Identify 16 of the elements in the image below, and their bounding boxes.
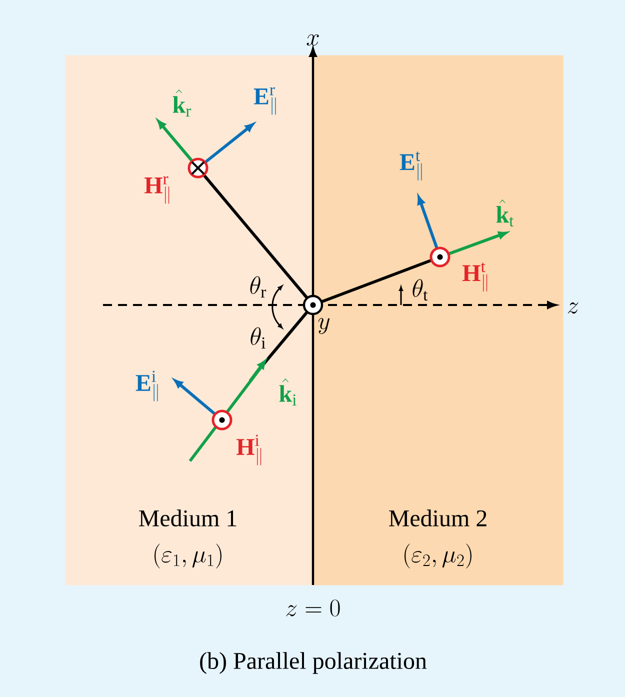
caption: (b) Parallel polarization bbox=[200, 652, 427, 674]
interface-label: $z = 0$ bbox=[286, 600, 340, 616]
axis-label: $x$ bbox=[306, 34, 319, 46]
vector-label: $\hat{\mathbf{k}}_\mathrm{r}$ bbox=[172, 90, 192, 116]
vector-label: $\hat{\mathbf{k}}_\mathrm{i}$ bbox=[279, 378, 296, 406]
vector-label: $\mathbf{E}_\parallel^\mathrm{i}$ bbox=[136, 370, 158, 402]
vector-label: $\mathbf{H}_\parallel^\mathrm{i}$ bbox=[236, 434, 262, 466]
angle-label: $\theta_\mathrm{t}$ bbox=[412, 279, 428, 301]
vector-label: $\mathbf{H}_\parallel^\mathrm{t}$ bbox=[462, 262, 488, 292]
angle-label: $\theta_\mathrm{r}$ bbox=[250, 276, 266, 298]
vector-label: $\mathbf{E}_\parallel^\mathrm{r}$ bbox=[254, 87, 276, 115]
axis-label: $y$ bbox=[318, 318, 330, 334]
vector-label: $\mathbf{E}_\parallel^\mathrm{t}$ bbox=[400, 152, 422, 180]
vector-label: $\mathbf{H}_\parallel^\mathrm{r}$ bbox=[144, 176, 170, 204]
vector-label: $\hat{\mathbf{k}}_\mathrm{t}$ bbox=[496, 199, 514, 227]
angle-label: $\theta_\mathrm{i}$ bbox=[250, 327, 266, 348]
